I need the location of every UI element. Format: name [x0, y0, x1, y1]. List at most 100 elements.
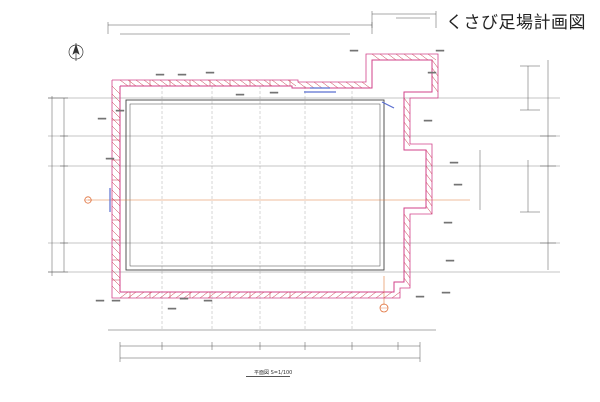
brace-segment [159, 79, 169, 87]
brace-segment [403, 269, 411, 279]
brace-segment [371, 53, 381, 61]
brace-segment [255, 79, 265, 87]
annotation-mark [235, 93, 245, 96]
brace-segment [403, 229, 411, 239]
brace-segment [111, 173, 121, 183]
brace-segment [425, 165, 433, 175]
brace-segment [387, 53, 397, 61]
brace-segment [247, 79, 257, 87]
brace-segment [127, 291, 137, 299]
brace-segment [231, 79, 241, 87]
brace-segment [403, 105, 411, 115]
brace-segment [271, 79, 281, 87]
brace-segment [319, 291, 329, 299]
brace-segment [403, 121, 411, 131]
brace-segment [403, 245, 411, 255]
brace-segment [111, 221, 121, 231]
annotation-mark [427, 71, 437, 74]
brace-segment [175, 79, 185, 87]
brace-segment [425, 205, 433, 215]
brace-segment [215, 291, 225, 299]
drawing-title: くさび足場計画図 [446, 13, 586, 33]
brace-segment [343, 291, 353, 299]
annotation-mark [203, 299, 213, 302]
brace-segment [329, 81, 339, 89]
north-arrow-icon [68, 43, 84, 61]
brace-segment [337, 81, 347, 89]
brace-segment [119, 291, 129, 299]
brace-segment [199, 291, 209, 299]
brace-segment [111, 253, 121, 263]
brace-segment [297, 81, 307, 89]
left-dimension-lines [48, 96, 68, 276]
annotation-mark [441, 291, 451, 294]
brace-segment [427, 53, 437, 61]
brace-segment [111, 277, 121, 287]
brace-segment [403, 113, 411, 123]
brace-segment [403, 213, 411, 223]
brace-segment [403, 221, 411, 231]
brace-segment [167, 291, 177, 299]
brace-segment [263, 79, 273, 87]
brace-segment [353, 81, 363, 89]
brace-segment [351, 291, 361, 299]
brace-segment [431, 75, 439, 85]
brace-segment [111, 109, 121, 119]
brace-segment [111, 213, 121, 223]
brace-segment [279, 291, 289, 299]
annotation-mark [177, 73, 187, 76]
annotation-mark [155, 73, 165, 76]
brace-segment [151, 79, 161, 87]
brace-segment [111, 141, 121, 151]
brace-segment [367, 291, 377, 299]
annotation-marks [95, 49, 463, 310]
brace-segment [111, 149, 121, 159]
brace-segment [111, 189, 121, 199]
horizontal-grid-lines [48, 97, 560, 273]
brace-segment [223, 79, 233, 87]
bottom-dimension-lines [108, 329, 436, 362]
annotation-mark [115, 109, 125, 112]
brace-segment [207, 79, 217, 87]
brace-segment [111, 269, 121, 279]
brace-segment [135, 291, 145, 299]
brace-segment [111, 237, 121, 247]
brace-segment [135, 79, 145, 87]
brace-segment [143, 79, 153, 87]
ledger-segments [109, 87, 395, 212]
brace-segment [239, 79, 249, 87]
brace-segment [111, 229, 121, 239]
annotation-mark [97, 117, 107, 120]
brace-segment [403, 97, 411, 107]
brace-segment [119, 79, 129, 87]
brace-segment [111, 205, 121, 215]
brace-segment [313, 81, 323, 89]
brace-segment [431, 83, 439, 93]
brace-segment [143, 291, 153, 299]
brace-segment [425, 197, 433, 207]
brace-segment [327, 291, 337, 299]
brace-segment [379, 53, 389, 61]
brace-segment [321, 81, 331, 89]
brace-segment [111, 125, 121, 135]
brace-segment [303, 291, 313, 299]
scale-label: 平面図 S=1/100 [254, 370, 293, 376]
brace-segment [403, 237, 411, 247]
annotation-mark [269, 91, 279, 94]
brace-segment [287, 79, 297, 87]
brace-segment [287, 291, 297, 299]
brace-segment [127, 79, 137, 87]
annotation-mark [423, 119, 433, 122]
annotation-mark [179, 297, 189, 300]
brace-segment [199, 79, 209, 87]
brace-segment [111, 181, 121, 191]
brace-segment [151, 291, 161, 299]
brace-segment [403, 261, 411, 271]
brace-segment [403, 53, 413, 61]
brace-segment [239, 291, 249, 299]
brace-segment [183, 291, 193, 299]
brace-segment [183, 79, 193, 87]
brace-segment [111, 197, 121, 207]
brace-segment [395, 53, 405, 61]
